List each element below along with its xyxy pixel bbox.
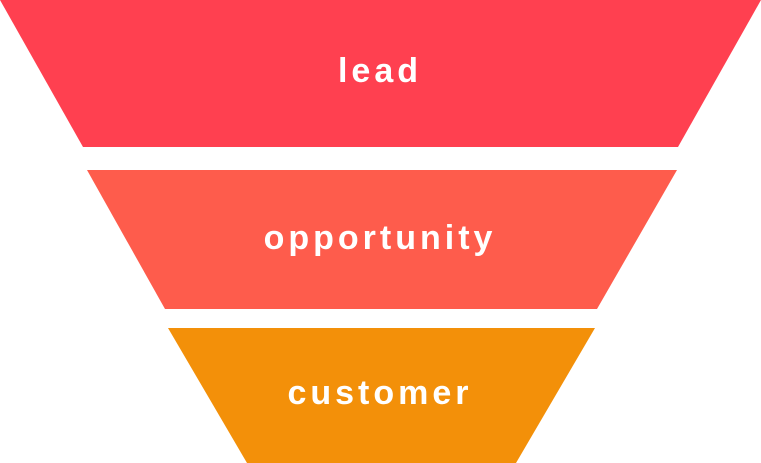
funnel-stage-lead: lead — [0, 0, 761, 147]
funnel-stage-lead-label: lead — [338, 52, 422, 90]
funnel-stage-opportunity-shape — [87, 170, 677, 309]
funnel-stage-opportunity-label: opportunity — [264, 219, 497, 257]
funnel-stage-lead-shape — [0, 0, 761, 147]
funnel-stage-customer: customer — [168, 328, 595, 463]
funnel-stage-opportunity: opportunity — [87, 170, 677, 309]
funnel-stage-customer-label: customer — [287, 374, 472, 412]
funnel-stage-customer-shape — [168, 328, 595, 463]
